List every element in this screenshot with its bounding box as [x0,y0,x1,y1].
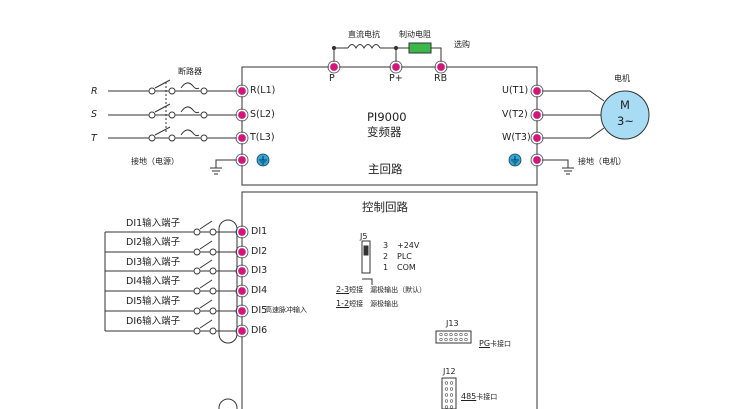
brake-resistor-label: 制动电阻 [399,30,431,39]
motor-icon [600,90,650,140]
input-t-label: T [91,133,97,144]
terminal-di5-label: DI5 [251,305,268,316]
input-r-label: R [91,86,98,97]
control-circuit-title: 控制回路 [362,200,408,214]
reactor-coil [347,44,381,50]
model-label: PI9000 [367,110,407,124]
internal-ground-icon [508,153,522,167]
j13-port-label: PG卡接口 [479,333,511,349]
di2-input-label: DI2输入端子 [126,237,181,248]
jumper-option-source-text: 短接 源极输出 [349,300,399,308]
terminal-di2-label: DI2 [251,246,268,257]
terminal-p-plus-label: P+ [389,73,403,84]
input-s-label: S [91,109,98,120]
terminal-t-label: T(L3) [250,132,275,143]
di4-input-label: DI4输入端子 [126,276,181,287]
jumper-option-source-key: 1-2 [336,299,350,308]
j12-port-key: 485 [461,392,477,401]
terminal-di3-label: DI3 [251,265,268,276]
brake-resistor [408,42,432,54]
motor-phase-label: 3~ [617,114,634,128]
di3-input-label: DI3输入端子 [126,257,181,268]
j12-connector [441,377,457,409]
terminal-w-label: W(T3) [502,132,531,143]
jumper-j5 [361,240,371,274]
terminal-markers [235,60,544,338]
main-circuit-label: 主回路 [368,162,403,176]
j12-port-label: 485卡接口 [461,386,497,402]
terminal-r-label: R(L1) [250,85,276,96]
reactor-label: 直流电抗 [348,30,380,39]
j5-pin-3: 3 [383,241,389,250]
terminal-s-label: S(L2) [250,109,275,120]
optional-label: 选购 [454,40,470,49]
control-box [241,191,538,409]
terminal-di1-label: DI1 [251,226,268,237]
device-label: 变频器 [367,125,402,139]
jumper-option-sink-key: 2-3 [336,285,350,294]
j5-signal-24v: +24V [397,241,420,250]
j12-label: J12 [443,367,456,376]
j5-label: J5 [360,232,368,241]
j5-signal-com: COM [397,263,416,272]
j5-pin-1: 1 [383,263,389,272]
j12-port-text: 卡接口 [476,393,498,401]
breaker-label: 断路器 [178,67,202,76]
di1-input-label: DI1输入端子 [126,218,181,229]
j5-signal-plc: PLC [397,252,412,261]
jumper-option-sink-text: 短接 漏极输出（默认） [349,286,427,294]
j13-label: J13 [446,319,459,328]
ground-motor-label: 接地（电机） [578,157,626,166]
internal-ground-icon [256,153,270,167]
motor-title-label: 电机 [614,74,630,83]
jumper-option-source: 1-2短接 源极输出 [336,293,398,309]
inverter-box [241,66,538,186]
terminal-v-label: V(T2) [502,109,528,120]
terminal-rb-label: RB [434,73,448,84]
di5-input-label: DI5输入端子 [126,296,181,307]
di5-note-label: 高速脉冲输入 [265,306,307,314]
terminal-p-label: P [329,73,335,84]
terminal-u-label: U(T1) [502,85,529,96]
junction-dot [331,45,337,51]
shield-capsule [218,219,238,344]
terminal-di4-label: DI4 [251,285,268,296]
j13-connector [435,330,472,344]
junction-dot [393,45,399,51]
motor-symbol-label: M [620,98,630,112]
j13-port-text: 卡接口 [490,340,512,348]
ground-power-label: 接地（电源） [131,157,179,166]
jumper-option-sink: 2-3短接 漏极输出（默认） [336,279,426,295]
j5-pin-2: 2 [383,252,389,261]
terminal-di6-label: DI6 [251,325,268,336]
j13-port-key: PG [479,339,491,348]
di6-input-label: DI6输入端子 [126,316,181,327]
